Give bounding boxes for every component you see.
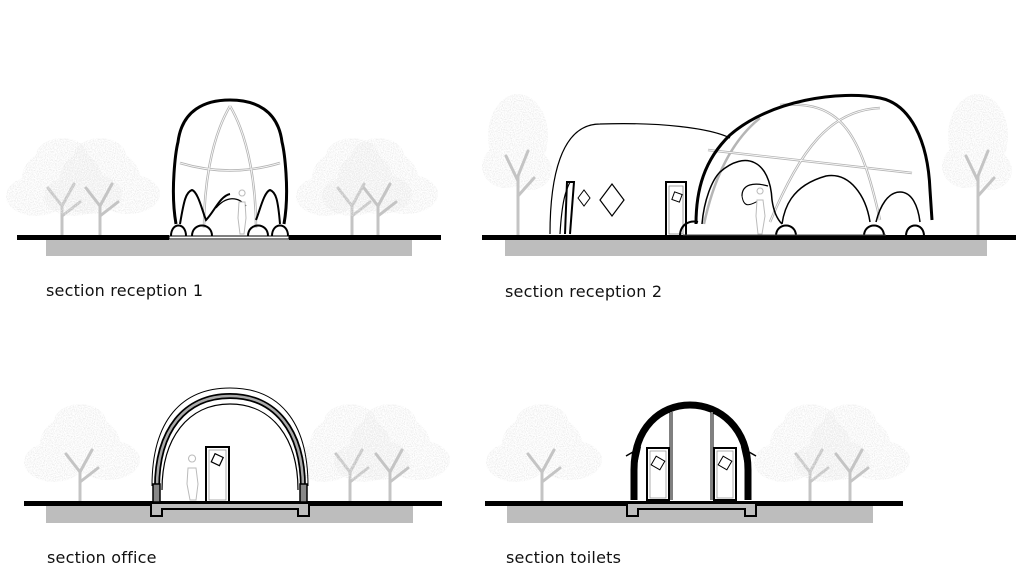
ground-line	[17, 235, 169, 240]
person-icon	[755, 187, 766, 235]
door-icon	[713, 447, 737, 501]
ground-line	[289, 235, 441, 240]
foundation-trench	[626, 504, 757, 517]
person-icon	[237, 189, 247, 235]
annex-shell	[549, 123, 731, 237]
foundation-block	[505, 240, 987, 256]
tree-icon	[754, 404, 910, 502]
section-office-label: section office	[47, 548, 157, 567]
section-office-drawing	[24, 387, 450, 523]
tree-icon	[294, 404, 450, 502]
section-reception-1-drawing	[6, 98, 441, 256]
foundation-block	[507, 506, 873, 523]
ground-line	[482, 235, 1016, 240]
foundation-trench	[150, 504, 310, 517]
foundation-block	[46, 240, 412, 256]
floor-slab	[168, 235, 290, 240]
vault-shell	[625, 401, 757, 500]
section-reception-1-label: section reception 1	[46, 281, 204, 300]
door-icon	[205, 446, 230, 503]
section-reception-2-drawing	[482, 94, 1016, 256]
dome-shell	[170, 98, 289, 237]
tree-icon	[296, 138, 438, 236]
section-toilets-label: section toilets	[506, 548, 622, 567]
gridshell-frame	[702, 103, 913, 225]
foundation-block	[46, 506, 413, 523]
person-icon	[186, 454, 199, 501]
tree-icon	[482, 94, 552, 236]
vault-shell	[151, 387, 309, 503]
door-icon	[646, 447, 670, 501]
tree-icon	[486, 404, 602, 502]
tree-icon	[942, 94, 1012, 236]
section-reception-2-label: section reception 2	[505, 282, 663, 301]
ground-line	[24, 501, 442, 506]
dome-shell	[679, 93, 934, 237]
section-toilets-drawing	[485, 401, 910, 523]
tree-icon	[6, 138, 160, 236]
ground-line	[485, 501, 903, 506]
tree-icon	[24, 404, 140, 502]
